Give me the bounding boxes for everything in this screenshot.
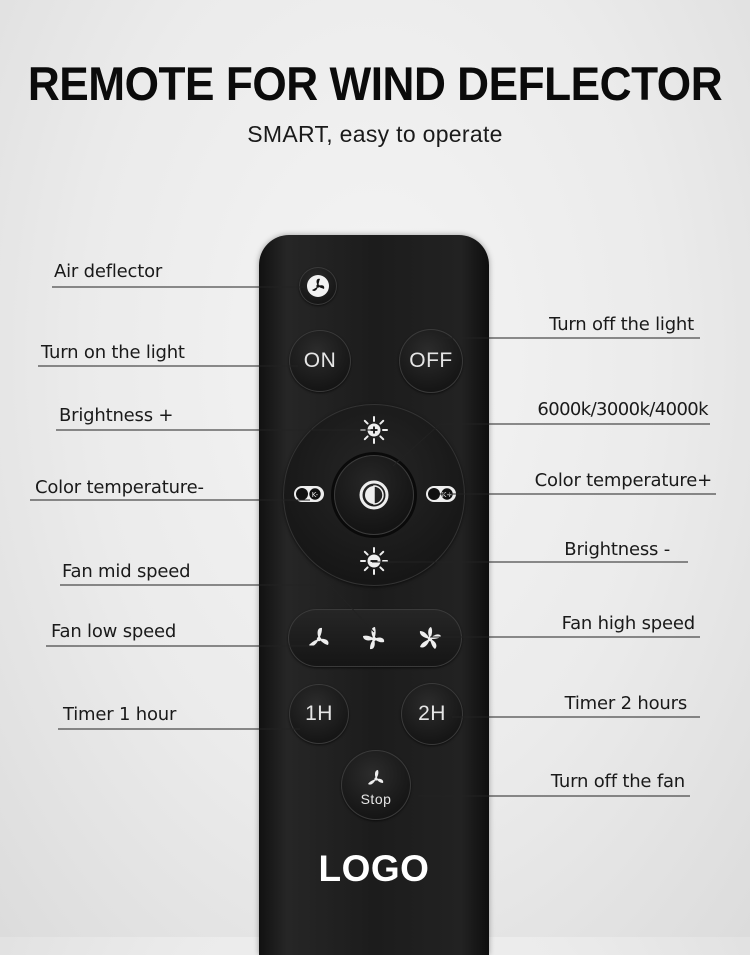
color-temp-minus-icon: K- xyxy=(294,486,324,502)
color-mode-button[interactable] xyxy=(334,455,414,535)
callout-timer-2h: Timer 2 hours xyxy=(564,693,688,714)
callout-turn-off-fan: Turn off the fan xyxy=(550,771,685,792)
callout-turn-on-light: Turn on the light xyxy=(41,342,185,363)
fan-low-button[interactable] xyxy=(300,620,338,658)
air-deflector-icon xyxy=(307,275,329,297)
color-mode-icon xyxy=(359,480,389,510)
callout-fan-low: Fan low speed xyxy=(51,621,177,642)
fan-stop-label: Stop xyxy=(360,790,392,807)
light-off-button[interactable]: OFF xyxy=(399,329,463,393)
light-off-label: OFF xyxy=(409,349,453,372)
sun-minus-icon xyxy=(360,547,388,575)
timer-1h-label: 1H xyxy=(305,702,333,725)
color-temp-minus-button[interactable]: K- xyxy=(292,481,326,507)
color-temp-plus-icon: K+ xyxy=(426,486,456,502)
callout-timer-1h: Timer 1 hour xyxy=(63,704,177,725)
page-subtitle: SMART, easy to operate xyxy=(247,121,503,147)
brand-logo: LOGO xyxy=(318,848,430,889)
timer-2h-label: 2H xyxy=(418,702,446,725)
callout-turn-off-light: Turn off the light xyxy=(549,314,694,335)
brightness-minus-button[interactable] xyxy=(356,543,392,579)
fan-low-icon xyxy=(309,627,329,647)
light-on-button[interactable]: ON xyxy=(289,330,351,392)
callout-color-temp-plus: Color temperature+ xyxy=(534,470,713,491)
callout-color-temp-minus: Color temperature- xyxy=(35,477,204,498)
fan-mid-icon xyxy=(363,627,385,650)
fan-high-icon xyxy=(419,627,441,649)
color-temp-minus-glyph: K- xyxy=(312,491,319,499)
fan-stop-icon xyxy=(368,769,384,785)
fan-mid-button[interactable] xyxy=(355,620,393,658)
sun-plus-icon xyxy=(360,416,388,444)
light-on-label: ON xyxy=(303,349,337,372)
air-deflector-button[interactable] xyxy=(299,267,337,305)
timer-1h-button[interactable]: 1H xyxy=(289,684,349,744)
callout-brightness-plus: Brightness + xyxy=(59,405,174,426)
callout-air-deflector: Air deflector xyxy=(54,261,163,282)
callout-color-modes: 6000k/3000k/4000k xyxy=(537,399,708,420)
page-title: REMOTE FOR WIND DEFLECTOR xyxy=(27,57,723,110)
brightness-plus-button[interactable] xyxy=(356,412,392,448)
callout-fan-mid: Fan mid speed xyxy=(62,561,191,582)
color-temp-plus-glyph: K+ xyxy=(442,491,453,499)
callout-brightness-minus: Brightness - xyxy=(564,539,670,560)
fan-high-button[interactable] xyxy=(411,620,449,658)
callout-fan-high: Fan high speed xyxy=(561,613,696,634)
color-temp-plus-button[interactable]: K+ xyxy=(424,481,458,507)
timer-2h-button[interactable]: 2H xyxy=(401,683,463,745)
fan-stop-button[interactable]: Stop xyxy=(341,750,411,820)
